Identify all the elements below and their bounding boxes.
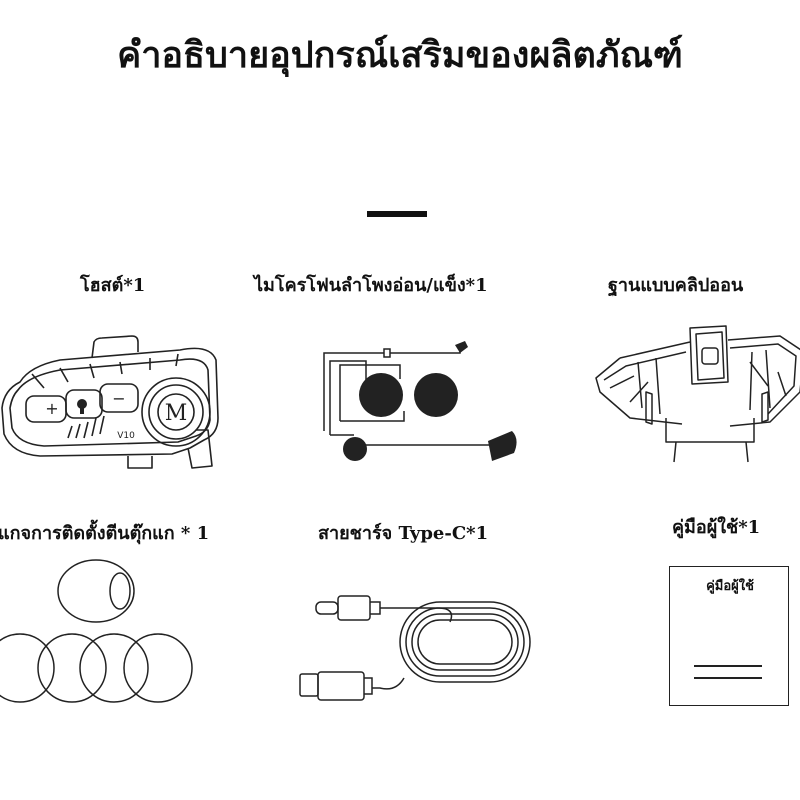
manual-line: [694, 665, 762, 667]
manual-cover-title: คู่มือผู้ใช้: [706, 579, 754, 594]
plus-button-glyph: +: [45, 399, 58, 418]
item-label-clip-mount: ฐานแบบคลิปออน: [608, 275, 744, 296]
velcro-pads-icon: [0, 559, 193, 703]
bluetooth-headset-host-icon: + − M V10: [1, 335, 219, 469]
device-logo: M: [165, 401, 188, 426]
manual-line: [694, 677, 762, 679]
item-label-microphone: ไมโครโฟนลำโพงอ่อน/แข็ง*1: [254, 275, 488, 296]
item-label-host: โฮสต์*1: [80, 275, 146, 296]
device-model: V10: [117, 431, 135, 441]
user-manual-icon: คู่มือผู้ใช้: [669, 566, 789, 706]
item-label-manual: คู่มือผู้ใช้*1: [672, 517, 761, 538]
title-divider: [367, 211, 427, 217]
item-label-velcro: แกจการติดตั้งตีนตุ๊กแก * 1: [0, 523, 210, 544]
usb-type-c-cable-icon: [299, 595, 531, 701]
microphone-speaker-set-icon: [323, 341, 517, 461]
item-label-charging-cable: สายชาร์จ Type-C*1: [318, 523, 489, 544]
minus-button-glyph: −: [112, 389, 125, 408]
page-title: คำอธิบายอุปกรณ์เสริมของผลิตภัณฑ์: [117, 35, 683, 76]
clip-on-mount-icon: [595, 325, 800, 463]
